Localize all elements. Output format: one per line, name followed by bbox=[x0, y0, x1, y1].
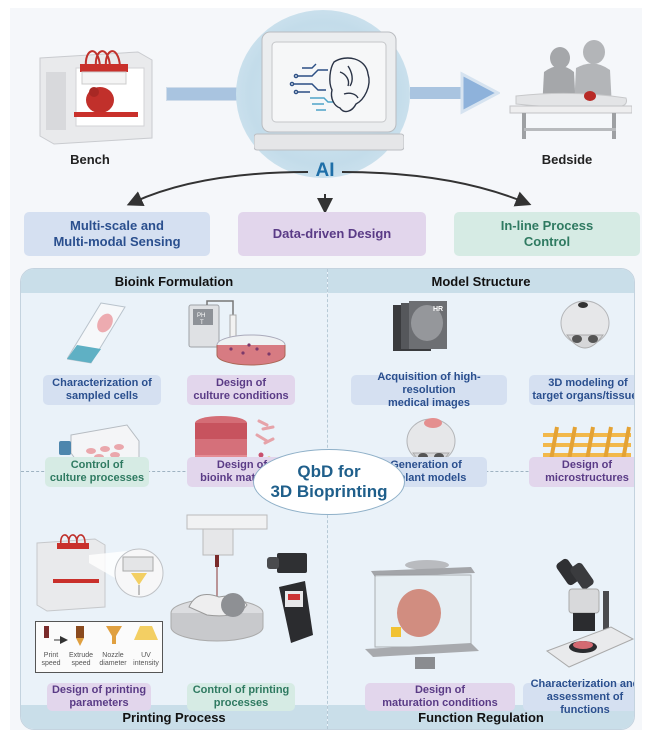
bench-3d-printer-illustration bbox=[39, 50, 153, 145]
cell-slide-icon bbox=[67, 302, 126, 364]
bioreactor-chamber-icon bbox=[365, 560, 479, 669]
printer-with-nozzle-zoom-icon bbox=[36, 534, 164, 612]
medical-images-icon: HR bbox=[393, 301, 447, 351]
bench-to-ai-connector bbox=[166, 87, 240, 101]
culture-flask-icon bbox=[59, 424, 140, 468]
ai-to-bedside-arrow bbox=[410, 71, 500, 115]
parameter-icons bbox=[44, 626, 158, 646]
skull-model-icon bbox=[560, 300, 610, 349]
implant-skull-icon bbox=[406, 418, 456, 467]
pillar-sensing-line1: Multi-scale and bbox=[70, 218, 164, 233]
qbd-line1: QbD for bbox=[297, 462, 361, 481]
qbd-center-label: QbD for 3D Bioprinting bbox=[253, 449, 405, 515]
microstructure-lattice-icon bbox=[543, 426, 631, 472]
horizontal-divider-right bbox=[405, 471, 634, 472]
pillar-control-line2: Control bbox=[523, 234, 571, 249]
pillar-design-line1: Data-driven Design bbox=[272, 226, 392, 241]
pillar-data-driven-design: Data-driven Design bbox=[238, 212, 426, 256]
qbd-line2: 3D Bioprinting bbox=[270, 482, 388, 501]
ai-laptop-brain-illustration bbox=[254, 31, 404, 151]
hr-text: HR bbox=[433, 306, 443, 313]
culture-dish-ph-meter-icon: PH T bbox=[188, 300, 286, 366]
pillar-control-line1: In-line Process bbox=[500, 218, 594, 233]
bench-label: Bench bbox=[70, 152, 110, 167]
ph-meter-text: PH bbox=[197, 313, 205, 319]
bedside-patient-illustration bbox=[509, 40, 632, 139]
svg-text:T: T bbox=[200, 320, 204, 326]
model-header: Model Structure bbox=[328, 269, 634, 293]
printing-monitoring-icon bbox=[170, 514, 313, 643]
microscope-icon bbox=[545, 558, 634, 668]
ai-branch-arrows bbox=[126, 171, 532, 214]
pillar-sensing-line2: Multi-modal Sensing bbox=[53, 234, 181, 249]
ai-label: AI bbox=[315, 160, 335, 181]
qbd-panel: Bioink Formulation Model Structure Print… bbox=[20, 268, 635, 730]
bioink-header: Bioink Formulation bbox=[21, 269, 327, 293]
bedside-label: Bedside bbox=[541, 152, 593, 167]
